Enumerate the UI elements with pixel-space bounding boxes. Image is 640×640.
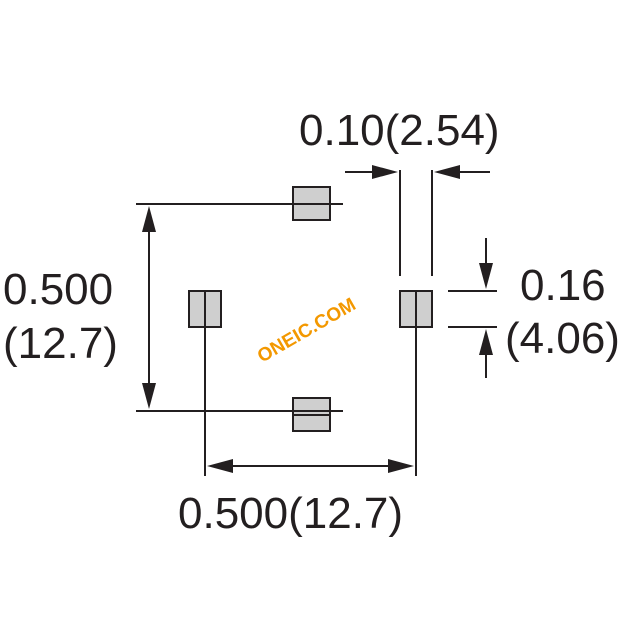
arrow-left <box>207 459 233 473</box>
pad-height-inch: 0.16 <box>520 261 606 310</box>
arrow-pitch-left <box>434 165 460 179</box>
arrow-up <box>142 206 156 232</box>
pads <box>188 186 433 432</box>
vertical-dim-inch: 0.500 <box>3 265 113 314</box>
horizontal-dimension: 0.500(12.7) <box>178 327 417 538</box>
arrow-pitch-right <box>372 165 398 179</box>
arrow-pad-down <box>479 263 493 289</box>
arrow-pad-up <box>479 329 493 355</box>
horizontal-dim-label: 0.500(12.7) <box>178 489 403 538</box>
arrow-down <box>142 383 156 409</box>
vertical-dim-mm: (12.7) <box>3 319 118 368</box>
vertical-dimension: 0.500 (12.7) <box>3 203 343 412</box>
pitch-dim-label: 0.10(2.54) <box>299 106 500 155</box>
pad-height-mm: (4.06) <box>505 314 620 363</box>
arrow-right <box>388 459 414 473</box>
pad-height-dimension: 0.16 (4.06) <box>448 238 620 378</box>
pitch-dimension: 0.10(2.54) <box>299 106 500 276</box>
watermark-text: ONEIC.COM <box>254 294 360 367</box>
